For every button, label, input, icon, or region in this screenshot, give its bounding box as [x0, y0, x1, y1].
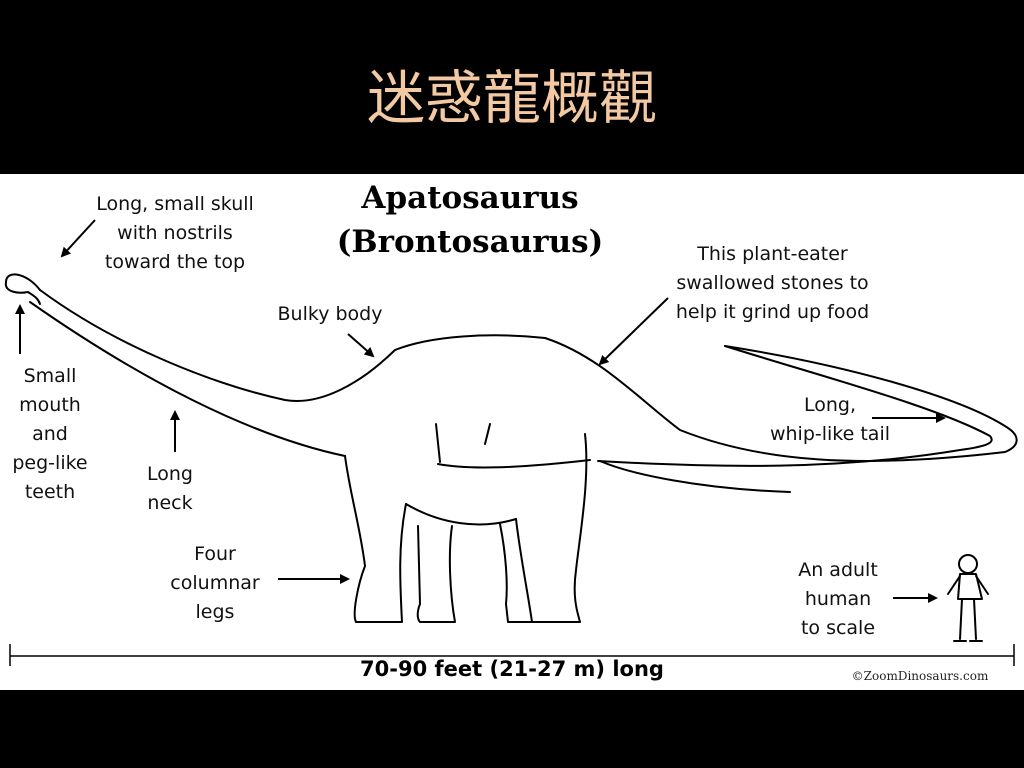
label-human: An adult human to scale — [798, 559, 878, 639]
dinosaur-diagram-panel: Apatosaurus (Brontosaurus) Long, small s… — [0, 174, 1024, 690]
dinosaur-front-leg — [344, 455, 407, 623]
length-label: 70-90 feet (21-27 m) long — [360, 657, 664, 681]
arrow-body — [347, 333, 375, 358]
arrow-diet — [598, 297, 669, 366]
apatosaurus-illustration — [4, 219, 1018, 666]
label-diet: This plant-eater swallowed stones to hel… — [675, 243, 870, 323]
dinosaur-rear-leg — [515, 433, 588, 623]
diagram-subtitle: (Brontosaurus) — [336, 224, 604, 260]
length-bar — [9, 644, 1015, 666]
dinosaur-head — [4, 273, 41, 305]
diagram-title: Apatosaurus — [361, 180, 579, 216]
label-neck: Long neck — [147, 463, 193, 514]
arrow-skull — [60, 219, 96, 258]
dinosaur-tail — [597, 345, 993, 467]
label-body: Bulky body — [277, 303, 383, 325]
label-tail: Long, whip-like tail — [769, 394, 891, 445]
human-figure — [947, 554, 989, 642]
label-teeth: Small mouth and peg-like teeth — [12, 365, 88, 503]
dinosaur-neck — [39, 289, 1018, 462]
label-skull: Long, small skull with nostrils toward t… — [96, 193, 254, 273]
label-legs: Four columnar legs — [170, 543, 260, 623]
copyright-text: ©ZoomDinosaurs.com — [851, 669, 989, 683]
slide-title: 迷惑龍概觀 — [366, 64, 657, 132]
